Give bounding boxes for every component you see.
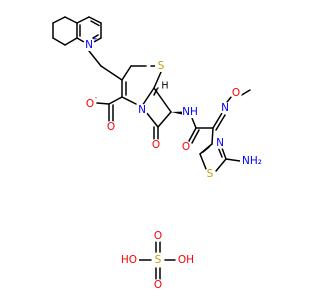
svg-text:HO: HO [121, 254, 137, 266]
bond [191, 129, 200, 144]
svg-text:N: N [85, 39, 93, 51]
bond [96, 102, 110, 105]
bond [141, 87, 155, 107]
svg-text:+: + [92, 35, 98, 43]
atom-carboxylate-oxygen: O [105, 121, 117, 133]
bond [211, 127, 214, 145]
atom-sulfate-hydroxyl-right: OH [176, 254, 195, 266]
bond [157, 111, 172, 128]
bond [225, 158, 241, 162]
atom-thiazole-nitrogen: N [214, 137, 226, 149]
sulfuric-acid-counter-ion: S O O HO OH [120, 230, 195, 291]
svg-text:S: S [158, 60, 165, 72]
svg-text:N: N [138, 104, 146, 116]
atom-amide-oxygen: O [180, 141, 192, 153]
svg-text:NH₂: NH₂ [242, 155, 262, 167]
atom-amine-nh2: NH₂ [240, 155, 264, 168]
svg-text:O: O [86, 98, 94, 110]
atom-lactam-oxygen: O [150, 139, 162, 151]
atom-thiazole-sulfur: S [204, 168, 216, 180]
svg-text:O: O [154, 279, 162, 291]
bond [215, 114, 226, 131]
atom-oxime-oxygen: O [230, 87, 242, 99]
svg-text:-: - [95, 94, 98, 102]
svg-text:N: N [221, 102, 229, 114]
svg-text:O: O [107, 121, 115, 133]
bond [188, 127, 197, 142]
bond [239, 89, 251, 97]
bond [226, 95, 233, 103]
bond [64, 37, 78, 46]
bond [76, 16, 90, 24]
bond [64, 16, 78, 24]
bond [92, 34, 99, 39]
atom-ring-hydrogen: H [159, 81, 169, 93]
svg-text:O: O [182, 141, 190, 153]
atom-lactam-nitrogen: N [136, 104, 148, 116]
atom-sulfate-oxygen-top: O [152, 230, 164, 242]
svg-text:OH: OH [178, 254, 194, 266]
bond [121, 65, 132, 81]
bond [221, 147, 227, 160]
bond [153, 87, 172, 113]
bond [88, 50, 102, 67]
bond [52, 16, 66, 24]
bond [100, 65, 123, 81]
svg-text:N: N [216, 137, 224, 149]
bond [76, 37, 85, 43]
svg-text:O: O [152, 139, 160, 151]
stereo-hash-wedge [153, 87, 159, 96]
stereo-wedge [171, 111, 184, 115]
bond [121, 96, 137, 105]
svg-text:H: H [161, 81, 168, 92]
svg-text:O: O [232, 87, 240, 99]
bond [212, 112, 223, 129]
bond [108, 96, 123, 105]
svg-text:S: S [155, 254, 162, 266]
atom-oxime-nitrogen: N [219, 102, 231, 114]
bond [52, 37, 66, 46]
chemical-structure-diagram: N + S H O - O N [52, 16, 264, 291]
atom-sulfate-sulfur: S [152, 254, 164, 266]
bond [215, 158, 227, 172]
bond-layer [52, 16, 251, 280]
atom-label-layer: N + S H O - O N [83, 35, 264, 180]
atom-sulfate-oxygen-bottom: O [152, 279, 164, 291]
bond [202, 146, 210, 153]
svg-text:NH: NH [182, 106, 198, 118]
bond [199, 153, 207, 170]
atom-carboxylate-oxygen-anion: O - [84, 94, 98, 110]
atom-thiazine-sulfur: S [155, 60, 167, 72]
bond [145, 111, 159, 128]
svg-text:O: O [154, 230, 162, 242]
atom-quinolinium-nitrogen: N + [83, 35, 98, 51]
bond [93, 37, 102, 43]
svg-text:S: S [207, 168, 214, 180]
atom-amide-nh: NH [182, 106, 200, 118]
atom-sulfate-hydroxyl-left: HO [120, 254, 139, 266]
bond [153, 71, 162, 89]
bond [90, 20, 100, 27]
bond [88, 16, 102, 24]
